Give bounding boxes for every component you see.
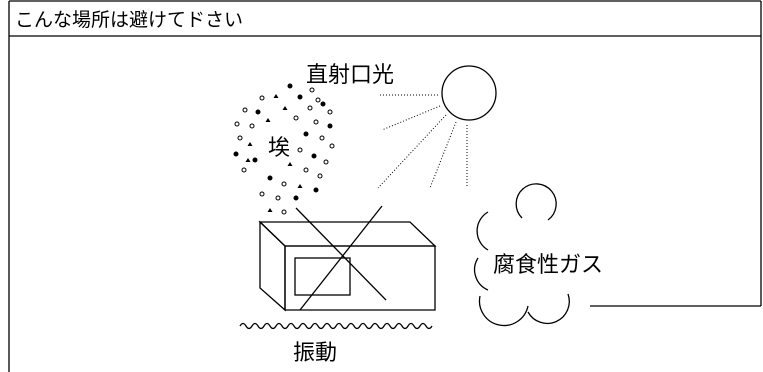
sun-circle [441, 65, 497, 121]
dust-particle [317, 173, 323, 179]
dust-particle [320, 101, 326, 107]
sun-ray [377, 114, 447, 189]
dust-particle [237, 135, 243, 141]
sun-ray [429, 121, 457, 189]
dust-particle [297, 94, 303, 100]
cloud-arc [476, 211, 489, 251]
dust-particle [252, 157, 258, 163]
device-window [294, 257, 351, 296]
dust-particle [233, 151, 239, 157]
dust-particle [293, 115, 299, 121]
dust-particle [319, 135, 325, 141]
device-icon [258, 220, 437, 312]
dust-particle [259, 95, 265, 101]
cloud-arc [478, 295, 529, 327]
dust-particle [327, 123, 333, 129]
dust-particle [249, 123, 255, 129]
dust-particle [267, 175, 273, 181]
cross-line [299, 205, 383, 311]
dust-particle [293, 195, 299, 201]
cloud-arc [515, 183, 557, 221]
device-top-face [258, 221, 437, 247]
dust-particle [309, 87, 315, 93]
dust-particle [281, 181, 287, 187]
dust-particle [303, 131, 309, 137]
dust-particle [297, 184, 303, 188]
corrosive-gas-label: 腐食性ガス [493, 253, 603, 278]
dust-particle [275, 195, 281, 201]
sun-icon [377, 65, 497, 189]
dust-particle [311, 153, 317, 159]
frame [8, 0, 762, 372]
cross-line [295, 207, 387, 301]
dust-icon [233, 83, 335, 215]
dust-particle [273, 94, 279, 98]
dust-particle [329, 143, 335, 149]
cloud-arc [473, 257, 489, 291]
dust-particle [327, 109, 333, 115]
dust-particle [245, 158, 251, 162]
dust-particle [265, 118, 271, 122]
dust-particle [255, 109, 261, 115]
sun-ray [381, 105, 441, 131]
dust-particle [287, 162, 293, 166]
device-side-face [259, 220, 286, 312]
page-title: こんな場所は避けてドさい [15, 9, 243, 31]
dust-particle [241, 167, 247, 173]
dust-particle [287, 83, 293, 89]
dust-particle [303, 167, 309, 173]
sunlight-label: 直射口光 [306, 63, 394, 88]
dust-particle [242, 107, 248, 113]
dust-particle [259, 191, 265, 197]
dust-particle [313, 119, 319, 125]
dust-particle [323, 159, 329, 165]
dust-particle [307, 105, 313, 111]
cloud-arc [527, 293, 570, 325]
dust-particle [315, 97, 321, 103]
dust-particle [282, 106, 288, 110]
dust-particle [267, 208, 273, 212]
gas-cloud-icon [473, 183, 570, 327]
dust-particle [247, 142, 253, 146]
vibration-label: 振動 [293, 341, 337, 366]
dust-particle [234, 121, 240, 127]
dust-particle [281, 209, 287, 215]
crossed-out-icon [295, 205, 387, 311]
dust-particle [297, 147, 303, 153]
dust-label: 埃 [268, 136, 290, 161]
dust-particle [313, 187, 319, 193]
vibration-icon [239, 322, 433, 330]
